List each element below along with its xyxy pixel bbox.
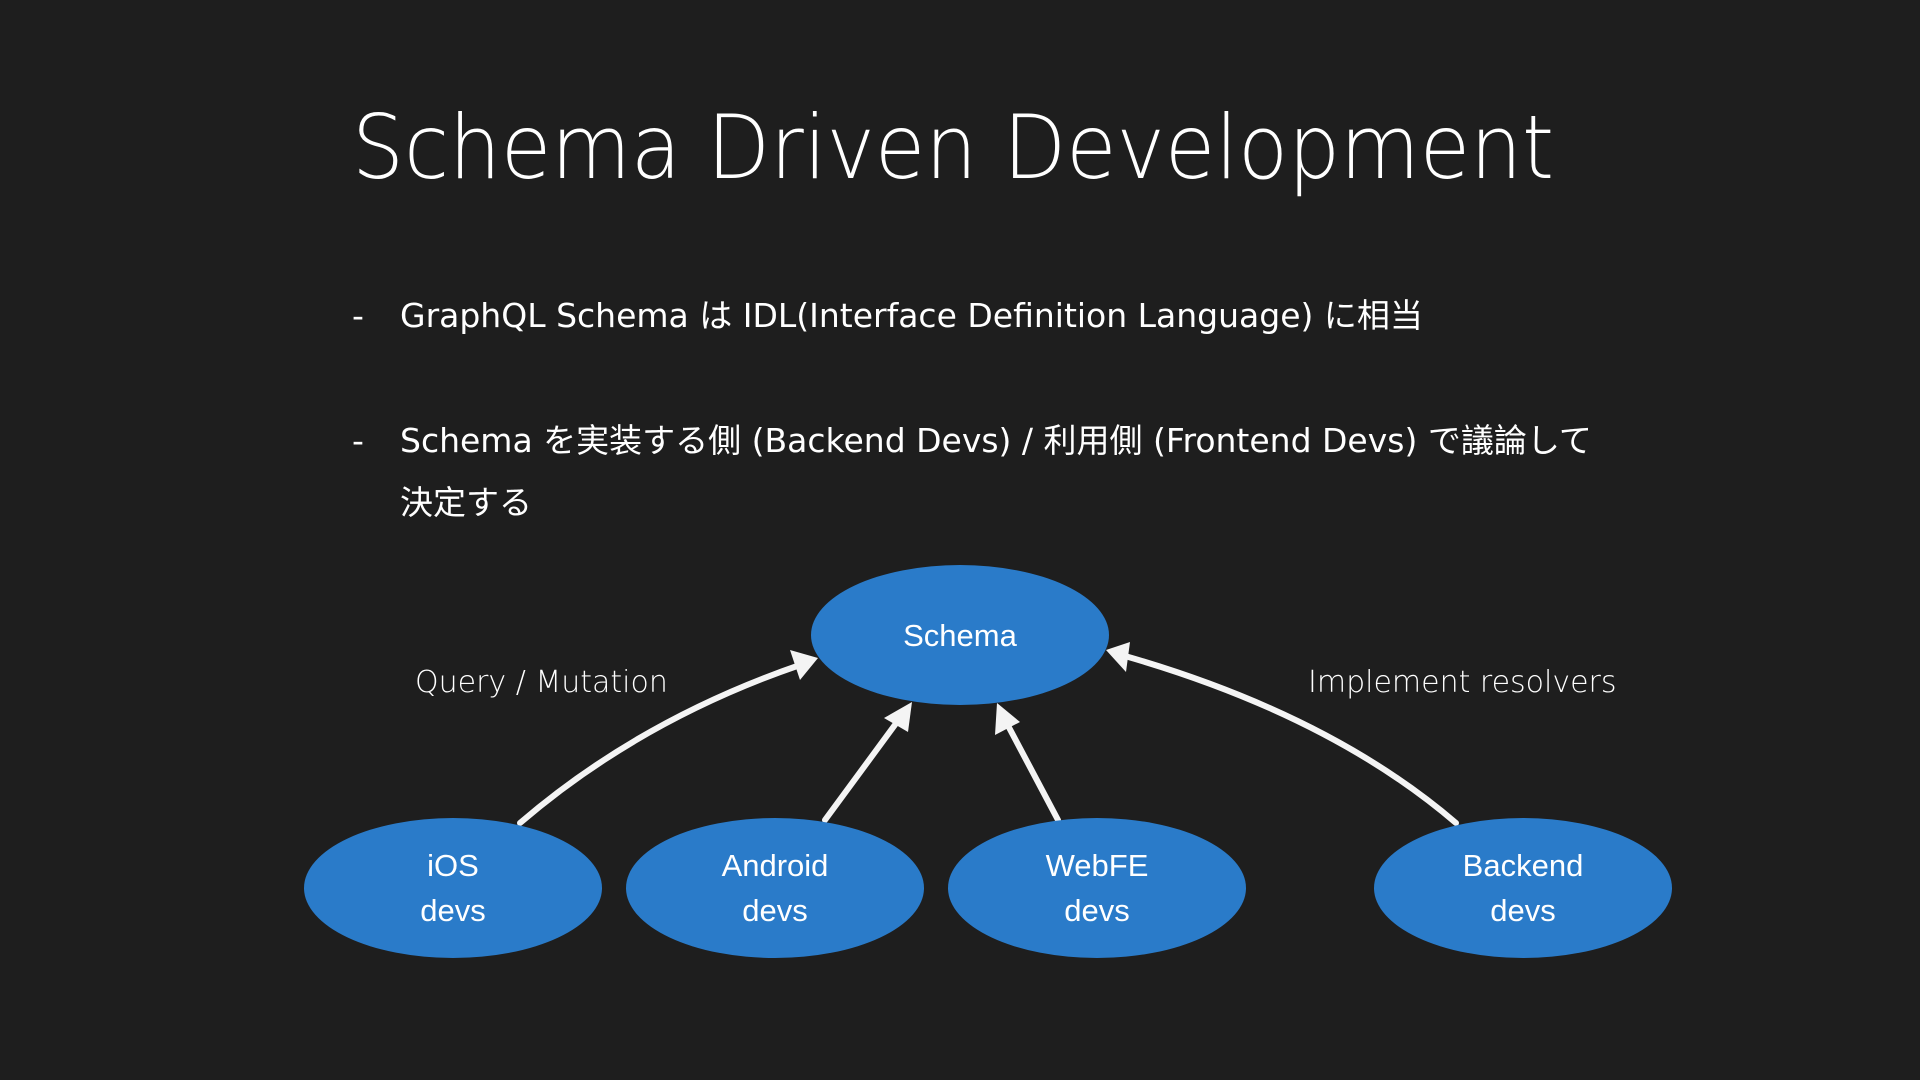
label-implement-resolvers: Implement resolvers (1308, 665, 1617, 700)
node-label: WebFE (1045, 848, 1149, 883)
bullet-text: GraphQL Schema は IDL(Interface Definitio… (400, 296, 1423, 335)
label-query-mutation: Query / Mutation (415, 665, 668, 700)
arrow-android-to-schema (822, 715, 903, 823)
node-label: devs (742, 893, 808, 928)
bullet-marker: - (352, 421, 364, 460)
node-label: devs (1064, 893, 1130, 928)
node-webfe-devs: WebFE devs (948, 818, 1246, 958)
arrowhead-android (884, 702, 912, 732)
node-label: Android (721, 848, 829, 883)
bullet-marker: - (352, 296, 364, 335)
node-label: Backend (1462, 848, 1584, 883)
node-label: Schema (903, 617, 1017, 653)
node-label: devs (1490, 893, 1556, 928)
bullet-item: - GraphQL Schema は IDL(Interface Definit… (352, 285, 1423, 347)
node-schema: Schema (811, 565, 1109, 705)
slide-title: Schema Driven Development (352, 96, 1555, 199)
node-label: devs (420, 893, 486, 928)
bullet-text: Schema を実装する側 (Backend Devs) / 利用側 (Fron… (400, 421, 1592, 522)
arrowhead-webfe (995, 703, 1020, 735)
node-backend-devs: Backend devs (1374, 818, 1672, 958)
arrowhead-ios (790, 650, 818, 680)
arrow-webfe-to-schema (1001, 715, 1061, 823)
arrowhead-backend (1106, 642, 1130, 672)
node-ios-devs: iOS devs (304, 818, 602, 958)
node-android-devs: Android devs (626, 818, 924, 958)
node-label: iOS (427, 848, 479, 883)
bullet-item: - Schema を実装する側 (Backend Devs) / 利用側 (Fr… (352, 410, 1600, 534)
